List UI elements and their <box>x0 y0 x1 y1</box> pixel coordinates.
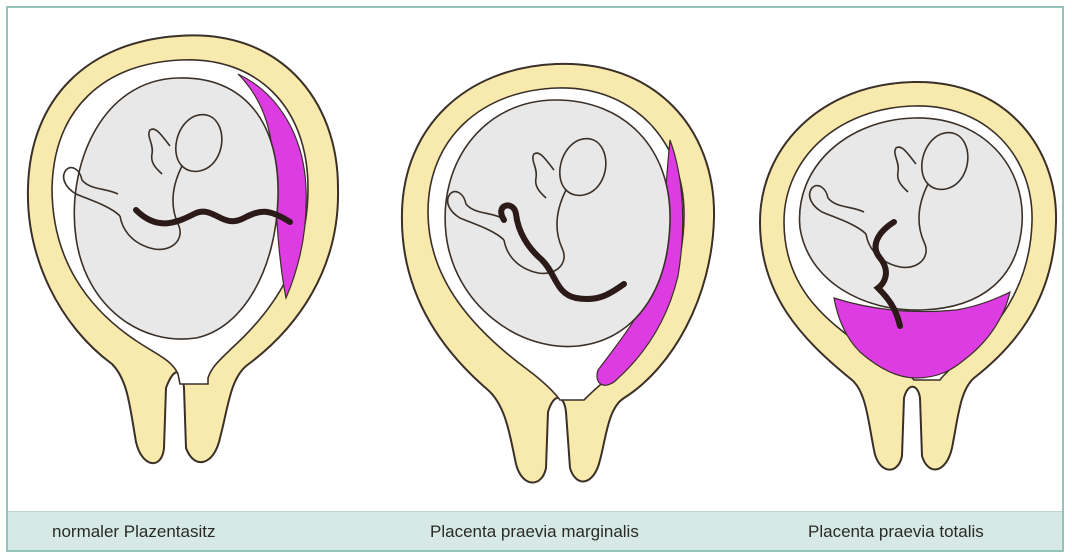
figure-placenta-praevia-marginalis <box>402 64 714 483</box>
figure-placenta-praevia-totalis <box>760 82 1056 470</box>
caption-placenta-praevia-marginalis: Placenta praevia marginalis <box>430 522 639 542</box>
caption-placenta-praevia-totalis: Placenta praevia totalis <box>808 522 984 542</box>
caption-bar: normaler Plazentasitz Placenta praevia m… <box>8 511 1062 550</box>
figure-frame: normaler Plazentasitz Placenta praevia m… <box>6 6 1064 552</box>
figure-normal-placenta <box>28 35 338 463</box>
placenta-diagrams <box>8 8 1062 512</box>
caption-normal-placenta: normaler Plazentasitz <box>52 522 215 542</box>
